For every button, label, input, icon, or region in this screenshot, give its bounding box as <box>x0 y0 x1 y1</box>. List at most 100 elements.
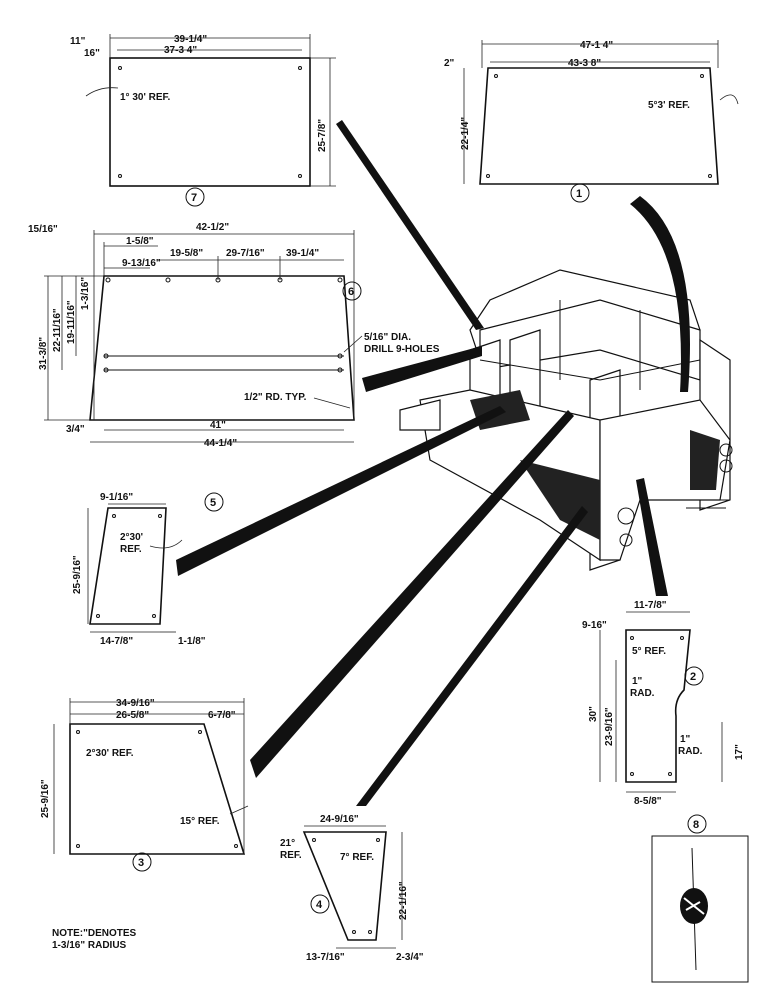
leader-pane-3 <box>250 410 574 778</box>
pane-3-dim-inner: 26-5/8" <box>116 710 149 721</box>
pane-6-dim-overall: 44-1/4" <box>204 438 237 449</box>
pane-4-dim-bottom: 13-7/16" <box>306 952 345 963</box>
pane-4-ref-angle: 21° <box>280 838 295 849</box>
leader-pane-5 <box>176 406 506 576</box>
pane-5-number: 5 <box>210 497 216 509</box>
pane-3-ref-side: 15° REF. <box>180 816 220 827</box>
pane-7-dim-b: 16" <box>84 48 100 59</box>
note-line-1: NOTE:"DENOTES <box>52 928 137 939</box>
pane-3-dim-offset: 6-7/8" <box>208 710 236 721</box>
pane-6-dim-hole2: 9-13/16" <box>122 258 161 269</box>
leader-pane-4 <box>356 506 588 806</box>
pane-5-dim-top: 9-1/16" <box>100 492 133 503</box>
pane-4-dim-top: 24-9/16" <box>320 814 359 825</box>
pane-6-note-drill: DRILL 9-HOLES <box>364 344 440 355</box>
pane-6-dim-height: 31-3/8" <box>38 337 49 370</box>
pane-6-dim-h3: 19-11/16" <box>66 300 77 344</box>
pane-6-dim-bottom: 41" <box>210 420 226 431</box>
pane-1: 47-1 4" 43-3 8" 2" 22-1/4" 5°3' REF. 1 <box>444 40 739 203</box>
pane-2-dim-height: 30" <box>588 706 599 722</box>
detail-8: 8 <box>651 814 749 983</box>
pane-3-dim-height: 25-9/16" <box>40 779 51 818</box>
pane-5-callout <box>204 492 224 512</box>
pane-1-number: 1 <box>576 188 582 200</box>
pane-3-ref-top: 2°30' REF. <box>86 748 134 759</box>
pane-4-ref-side: 7° REF. <box>340 852 374 863</box>
pane-1-dim-inner: 43-3 8" <box>568 58 601 69</box>
pane-6-dim-hole4: 29-7/16" <box>226 248 265 259</box>
leader-wedges <box>176 120 690 806</box>
detail-8-number: 8 <box>693 819 699 831</box>
pane-2-dim-inner: 23-9/16" <box>604 707 615 746</box>
pane-3-callout <box>132 852 152 872</box>
pane-5-dim-height: 25-9/16" <box>72 555 83 594</box>
pane-2-callout <box>684 666 704 686</box>
pane-5: 9-1/16" 25-9/16" 14-7/8" 1-1/8" 2°30' RE… <box>72 492 224 647</box>
pane-6-dim-corner: 3/4" <box>66 424 85 435</box>
leader-pane-1 <box>630 196 690 392</box>
pane-4-number: 4 <box>316 899 323 911</box>
pane-6-dim-width: 42-1/2" <box>196 222 229 233</box>
pane-1-callout <box>570 183 590 203</box>
pane-2-dim-bottom: 8-5/8" <box>634 796 662 807</box>
pane-5-dim-bottom: 14-7/8" <box>100 636 133 647</box>
pane-7-dim-a: 11" <box>70 36 86 47</box>
pane-6-callout <box>342 281 362 301</box>
leader-pane-6 <box>362 346 482 392</box>
pane-5-dim-offset: 1-1/8" <box>178 636 206 647</box>
pane-2-rad1-value: 1" <box>632 676 643 687</box>
pane-1-dim-offset: 2" <box>444 58 455 69</box>
pane-6-dim-hole3: 19-5/8" <box>170 248 203 259</box>
pane-7: 39-1/4" 37-3 4" 11" 16" 25-7/8" 1° 30' R… <box>70 34 336 207</box>
pane-3-outline <box>69 723 246 855</box>
radius-note: NOTE:"DENOTES 1-3/16" RADIUS <box>52 928 137 951</box>
pane-7-dim-inner: 37-3 4" <box>164 45 197 56</box>
pane-4: 24-9/16" 22-1/16" 13-7/16" 2-3/4" 21° RE… <box>280 814 424 963</box>
pane-6-dim-hole1: 1-5/8" <box>126 236 154 247</box>
pane-4-callout <box>310 894 330 914</box>
pane-5-outline <box>89 507 167 625</box>
pane-6-dim-h2: 22-11/16" <box>52 308 63 352</box>
pane-4-dim-height: 22-1/16" <box>398 881 409 920</box>
pane-6-dim-h4: 1-3/16" <box>80 277 91 310</box>
note-line-2: 1-3/16" RADIUS <box>52 940 127 951</box>
detail-8-frame <box>651 835 749 983</box>
pane-6-dim-offset: 15/16" <box>28 224 58 235</box>
pane-3-dim-width: 34-9/16" <box>116 698 155 709</box>
pane-2-rad1-label: RAD. <box>630 688 655 699</box>
pane-5-ref-angle: 2°30' <box>120 532 143 543</box>
pane-1-ref: 5°3' REF. <box>648 100 690 111</box>
pane-3-number: 3 <box>138 857 144 869</box>
pane-4-outline <box>302 831 387 941</box>
pane-2-dim-offset: 9-16" <box>582 620 607 631</box>
pane-7-dim-width: 39-1/4" <box>174 34 207 45</box>
pane-1-outline <box>479 67 719 185</box>
pane-7-dim-height: 25-7/8" <box>317 119 328 152</box>
pane-3: 34-9/16" 26-5/8" 6-7/8" 25-9/16" 2°30' R… <box>40 698 249 872</box>
pane-7-outline <box>109 57 311 187</box>
pane-2-dim-lower: 17" <box>734 744 745 760</box>
detail-8-callout <box>687 814 707 834</box>
pane-6-note-dia: 5/16" DIA. <box>364 332 411 343</box>
pane-1-dim-width: 47-1 4" <box>580 40 613 51</box>
pane-2-outline <box>625 629 691 783</box>
pane-2-number: 2 <box>690 671 696 683</box>
pane-2-dim-top: 11-7/8" <box>634 600 667 611</box>
pane-6-dim-hole5: 39-1/4" <box>286 248 319 259</box>
pane-2: 11-7/8" 9-16" 30" 23-9/16" 17" 8-5/8" 5°… <box>582 600 745 807</box>
pane-7-callout <box>185 187 205 207</box>
pane-5-ref-label: REF. <box>120 544 142 555</box>
leader-pane-7 <box>336 120 484 330</box>
pane-6-note-radius: 1/2" RD. TYP. <box>244 392 307 403</box>
pane-1-dim-height: 22-1/4" <box>460 117 471 150</box>
pane-2-rad2-label: RAD. <box>678 746 703 757</box>
pane-6: 42-1/2" 15/16" 1-5/8" 9-13/16" 19-5/8" 2… <box>28 222 440 449</box>
pane-7-ref: 1° 30' REF. <box>120 92 171 103</box>
pane-6-number: 6 <box>348 286 354 298</box>
pane-4-dim-offset: 2-3/4" <box>396 952 424 963</box>
pane-7-number: 7 <box>191 192 197 204</box>
pane-2-ref: 5° REF. <box>632 646 666 657</box>
leader-pane-2 <box>636 478 668 596</box>
pane-2-rad2-value: 1" <box>680 734 691 745</box>
